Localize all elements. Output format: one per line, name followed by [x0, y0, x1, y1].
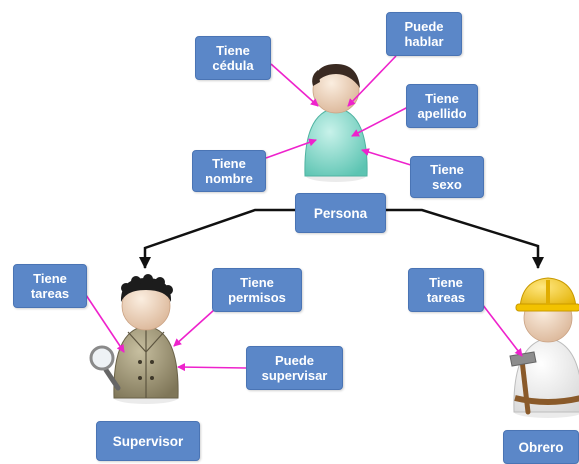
persona-to-supervisor-line [139, 208, 295, 269]
connector-puede-supervisar [177, 363, 247, 372]
label-puede-supervisar: Puede supervisar [246, 346, 343, 390]
connector-tiene-cedula [270, 63, 319, 107]
connector-tiene-apellido [351, 105, 411, 137]
inheritance-lines [139, 208, 544, 269]
magnifying-glass-icon [89, 345, 121, 391]
connector-tiene-sexo [361, 148, 415, 167]
hard-hat-icon [515, 277, 579, 312]
label-tiene-sexo: Tiene sexo [410, 156, 484, 198]
label-tiene-permisos: Tiene permisos [212, 268, 302, 312]
connector-supervisor-tiene-tareas [79, 285, 125, 353]
class-name-obrero: Obrero [503, 430, 579, 464]
supervisor-figure-icon [113, 274, 179, 404]
label-supervisor-tiene-tareas: Tiene tareas [13, 264, 87, 308]
class-name-supervisor: Supervisor [96, 421, 200, 461]
class-name-persona: Persona [295, 193, 386, 233]
persona-figure-icon [304, 64, 368, 182]
label-tiene-nombre: Tiene nombre [192, 150, 266, 192]
label-tiene-cedula: Tiene cédula [195, 36, 271, 80]
attribute-connectors [79, 55, 523, 372]
label-tiene-apellido: Tiene apellido [406, 84, 478, 128]
connector-tiene-permisos [173, 309, 215, 347]
label-puede-hablar: Puede hablar [386, 12, 462, 56]
label-obrero-tiene-tareas: Tiene tareas [408, 268, 484, 312]
persona-to-obrero-line [386, 208, 544, 269]
connector-tiene-nombre [265, 138, 317, 159]
connector-puede-hablar [347, 55, 397, 107]
